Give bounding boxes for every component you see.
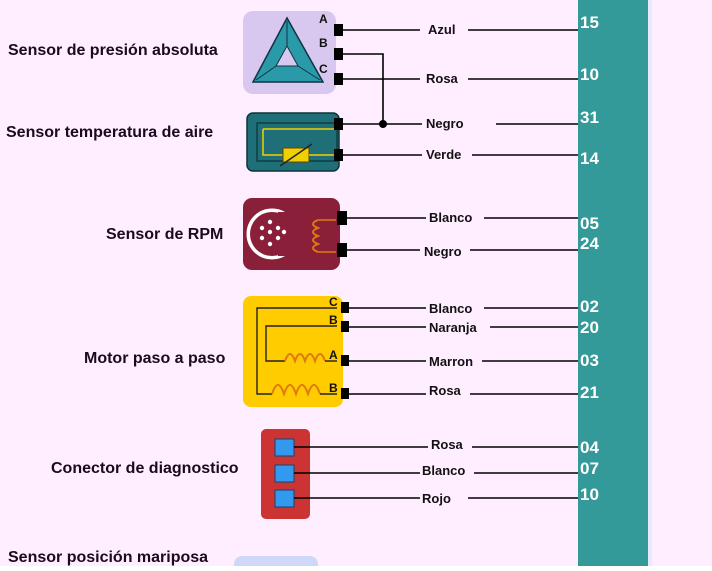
- component-name-pressure-sensor: Sensor de presión absoluta: [8, 42, 218, 59]
- ecu-pin-number: 15: [580, 13, 599, 32]
- connector-terminal: [337, 243, 347, 257]
- ecu-pin-number: 03: [580, 351, 599, 370]
- connector-terminal: [334, 73, 343, 85]
- connector-terminal: [341, 388, 349, 399]
- component-name-rpm-sensor: Sensor de RPM: [106, 226, 223, 243]
- ecu-pin-number: 10: [580, 485, 599, 504]
- ecu-pin-number: 14: [580, 149, 599, 168]
- wire-color-label: Negro: [424, 244, 462, 259]
- wire-color-label: Blanco: [422, 463, 465, 478]
- wire-color-label: Rosa: [426, 71, 459, 86]
- connector-terminal: [334, 48, 343, 60]
- connector-terminal: [341, 355, 349, 366]
- pin-letter: C: [319, 62, 328, 76]
- component-name-air-temp-sensor: Sensor temperatura de aire: [6, 124, 213, 141]
- wire-color-label: Blanco: [429, 210, 472, 225]
- connector-terminal: [337, 211, 347, 225]
- connector-terminal: [341, 321, 349, 332]
- stepper-motor-icon: [243, 296, 343, 407]
- component-name-diagnostic-connector: Conector de diagnostico: [51, 460, 239, 477]
- ecu-pin-number: 31: [580, 108, 599, 127]
- component-name-stepper-motor: Motor paso a paso: [84, 350, 226, 367]
- ecu-pin-number: 04: [580, 438, 599, 457]
- wire-color-label: Rosa: [429, 383, 462, 398]
- diagnostic-connector-icon: [261, 429, 310, 519]
- wire-color-label: Naranja: [429, 320, 477, 335]
- pin-letter: B: [329, 381, 338, 395]
- pin-letter: B: [329, 313, 338, 327]
- ecu-pin-number: 20: [580, 318, 599, 337]
- pin-letter: C: [329, 295, 338, 309]
- throttle-sensor-icon: [234, 556, 318, 571]
- wires: [294, 29, 578, 499]
- ecu-bar-border: [648, 0, 652, 566]
- connector-terminal: [341, 302, 349, 313]
- ecu-pin-number: 10: [580, 65, 599, 84]
- component-name-throttle-sensor: Sensor posición mariposa: [8, 549, 208, 566]
- wire-color-label: Blanco: [429, 301, 472, 316]
- ecu-pin-number: 05: [580, 214, 599, 233]
- rpm-sensor-icon: [243, 198, 340, 270]
- connector-terminal: [334, 24, 343, 36]
- wire-color-label: Negro: [426, 116, 464, 131]
- thermistor-icon: [246, 112, 340, 172]
- pin-letter: A: [319, 12, 328, 26]
- connector-terminal: [334, 118, 343, 130]
- ecu-pin-number: 02: [580, 297, 599, 316]
- connector-terminal: [334, 149, 343, 161]
- ecu-connector-bar: [578, 0, 648, 566]
- pressure-sensor-icon: [243, 11, 336, 94]
- ecu-pin-number: 21: [580, 383, 599, 402]
- ecu-pin-number: 24: [580, 234, 599, 253]
- wire-color-label: Rojo: [422, 491, 451, 506]
- wire-color-label: Azul: [428, 22, 455, 37]
- wire-color-label: Rosa: [431, 437, 464, 452]
- ecu-pin-number: 07: [580, 459, 599, 478]
- pin-letter: B: [319, 36, 328, 50]
- wire-color-label: Marron: [429, 354, 473, 369]
- pin-letter: A: [329, 348, 338, 362]
- wire-color-label: Verde: [426, 147, 461, 162]
